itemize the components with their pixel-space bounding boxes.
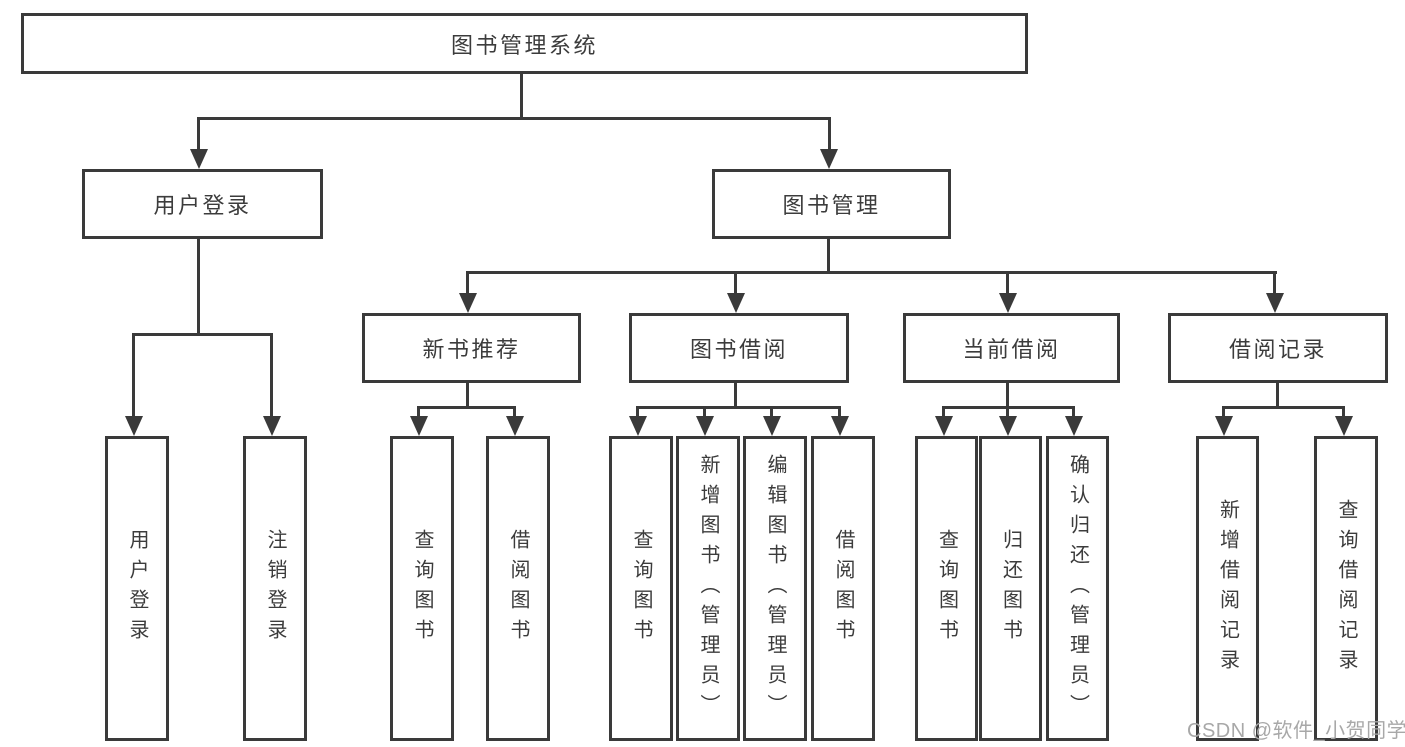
node-book-borrowing-label: 图书借阅 — [689, 337, 788, 362]
leaf-query-books-current-label: 查询图书 — [935, 528, 958, 649]
node-new-book-recommend: 新书推荐 — [362, 313, 581, 383]
connector-line — [828, 117, 831, 153]
leaf-add-borrow-record-label: 新增借阅记录 — [1216, 498, 1239, 679]
node-current-borrowing-label: 当前借阅 — [962, 337, 1061, 362]
connector-line — [132, 333, 273, 336]
connector-arrow-icon — [263, 416, 281, 436]
node-user-login: 用户登录 — [82, 169, 323, 239]
leaf-logout-label: 注销登录 — [264, 528, 286, 649]
connector-arrow-icon — [1266, 293, 1284, 313]
connector-arrow-icon — [727, 293, 745, 313]
connector-line — [942, 406, 945, 419]
connector-line — [1006, 406, 1009, 419]
connector-arrow-icon — [125, 416, 143, 436]
connector-arrow-icon — [506, 416, 524, 436]
connector-arrow-icon — [190, 149, 208, 169]
node-borrowing-records: 借阅记录 — [1168, 313, 1388, 383]
connector-line — [197, 233, 200, 336]
connector-arrow-icon — [999, 416, 1017, 436]
connector-arrow-icon — [935, 416, 953, 436]
connector-line — [466, 377, 469, 409]
leaf-borrow-books-recommend-label: 借阅图书 — [507, 528, 529, 649]
connector-line — [1276, 377, 1279, 409]
connector-arrow-icon — [999, 293, 1017, 313]
connector-line — [827, 233, 830, 274]
connector-arrow-icon — [831, 416, 849, 436]
connector-line — [197, 117, 200, 153]
connector-arrow-icon — [763, 416, 781, 436]
connector-line — [520, 68, 523, 120]
leaf-borrow-books-borrowing-label: 借阅图书 — [832, 528, 854, 649]
connector-line — [770, 406, 773, 419]
connector-line — [1006, 271, 1009, 297]
connector-line — [466, 271, 1277, 274]
leaf-add-books-admin-label: 新增图书（管理员） — [697, 453, 719, 724]
leaf-borrow-books-borrowing: 借阅图书 — [811, 436, 875, 741]
connector-line — [132, 333, 135, 420]
leaf-confirm-return-admin-label: 确认归还（管理员） — [1066, 453, 1089, 724]
leaf-query-borrow-record: 查询借阅记录 — [1314, 436, 1378, 741]
node-new-book-recommend-label: 新书推荐 — [422, 337, 521, 362]
leaf-confirm-return-admin: 确认归还（管理员） — [1046, 436, 1109, 741]
leaf-logout: 注销登录 — [243, 436, 307, 741]
leaf-query-books-recommend: 查询图书 — [390, 436, 454, 741]
leaf-return-books-label: 归还图书 — [999, 528, 1022, 649]
connector-arrow-icon — [696, 416, 714, 436]
connector-arrow-icon — [410, 416, 428, 436]
node-book-management: 图书管理 — [712, 169, 951, 239]
connector-line — [197, 117, 831, 120]
leaf-query-borrow-record-label: 查询借阅记录 — [1335, 498, 1357, 679]
connector-line — [513, 406, 516, 419]
connector-line — [703, 406, 706, 419]
node-current-borrowing: 当前借阅 — [903, 313, 1120, 383]
leaf-query-books-borrowing: 查询图书 — [609, 436, 673, 741]
connector-line — [417, 406, 516, 409]
connector-line — [1273, 271, 1276, 297]
watermark: CSDN @软件_小贺同学 — [1187, 720, 1405, 742]
connector-arrow-icon — [1335, 416, 1353, 436]
connector-line — [1072, 406, 1075, 419]
connector-line — [636, 406, 841, 409]
node-book-management-label: 图书管理 — [782, 193, 881, 218]
connector-line — [1222, 406, 1225, 419]
connector-arrow-icon — [820, 149, 838, 169]
leaf-query-books-borrowing-label: 查询图书 — [630, 528, 652, 649]
connector-line — [734, 377, 737, 409]
connector-arrow-icon — [459, 293, 477, 313]
node-borrowing-records-label: 借阅记录 — [1228, 337, 1327, 362]
leaf-user-login-label: 用户登录 — [126, 528, 148, 649]
leaf-query-books-recommend-label: 查询图书 — [411, 528, 433, 649]
node-book-borrowing: 图书借阅 — [629, 313, 849, 383]
leaf-add-borrow-record: 新增借阅记录 — [1196, 436, 1259, 741]
connector-arrow-icon — [629, 416, 647, 436]
connector-line — [417, 406, 420, 419]
node-library-system: 图书管理系统 — [21, 13, 1028, 74]
leaf-borrow-books-recommend: 借阅图书 — [486, 436, 550, 741]
connector-line — [1222, 406, 1345, 409]
connector-line — [466, 271, 469, 297]
connector-line — [1342, 406, 1345, 419]
leaf-user-login: 用户登录 — [105, 436, 169, 741]
leaf-edit-books-admin-label: 编辑图书（管理员） — [764, 453, 786, 724]
leaf-return-books: 归还图书 — [979, 436, 1042, 741]
connector-arrow-icon — [1215, 416, 1233, 436]
connector-line — [838, 406, 841, 419]
leaf-add-books-admin: 新增图书（管理员） — [676, 436, 740, 741]
connector-line — [636, 406, 639, 419]
node-library-system-label: 图书管理系统 — [450, 32, 598, 58]
leaf-query-books-current: 查询图书 — [915, 436, 978, 741]
node-user-login-label: 用户登录 — [153, 193, 252, 218]
connector-line — [734, 271, 737, 297]
connector-line — [270, 333, 273, 420]
connector-arrow-icon — [1065, 416, 1083, 436]
leaf-edit-books-admin: 编辑图书（管理员） — [743, 436, 807, 741]
connector-line — [1006, 377, 1009, 409]
